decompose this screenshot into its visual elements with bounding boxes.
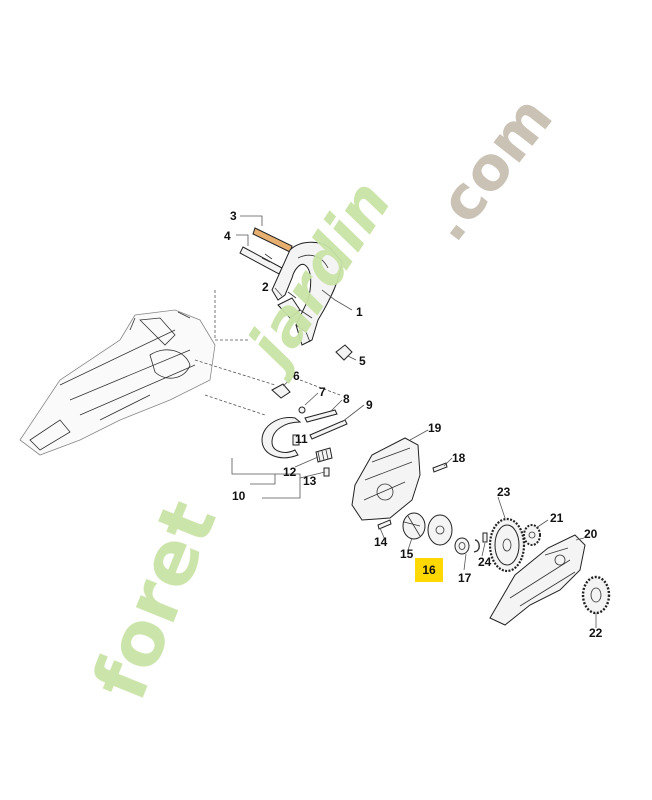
assembly-guide-lines — [194, 290, 341, 416]
part-22-tension-wheel — [581, 575, 611, 615]
chainsaw-body-ghost — [19, 309, 216, 456]
part-18-side-cover — [351, 437, 421, 521]
highlighted-part-label: 16 — [415, 558, 443, 582]
part-4-grip-strip — [239, 246, 283, 275]
part-10-brake-band — [261, 416, 302, 459]
highlighted-part-number: 16 — [422, 563, 436, 577]
part-24-pin — [482, 532, 488, 543]
part-12-coil-spring — [315, 447, 333, 463]
callout-1: 1 — [356, 305, 363, 319]
part-20-sprocket-cover — [489, 534, 586, 626]
callout-10: 10 — [232, 489, 246, 503]
callout-8: 8 — [343, 392, 350, 406]
part-2-handle-bracket — [277, 297, 301, 319]
callout-9: 9 — [366, 398, 373, 412]
callout-3: 3 — [230, 209, 237, 223]
callout-11: 11 — [295, 432, 308, 446]
part-21-gear — [523, 524, 541, 546]
callout-23: 23 — [497, 485, 511, 499]
part-5-clip — [335, 344, 353, 361]
part-washer — [454, 537, 470, 555]
part-8-spring — [304, 409, 338, 423]
callout-19: 18 — [452, 451, 466, 465]
leader-lines — [231, 215, 597, 628]
part-19-screw — [432, 462, 448, 473]
watermark-text-jardin: jardin — [229, 168, 405, 385]
callout-18: 19 — [428, 421, 442, 435]
callout-13: 13 — [303, 474, 317, 488]
part-17-ring — [473, 539, 480, 553]
part-1-handle — [271, 241, 343, 346]
callout-17: 17 — [458, 571, 472, 585]
callout-numbers: 3 4 2 1 5 6 7 8 9 11 12 13 10 19 18 14 1… — [224, 209, 603, 640]
part-7-screw — [298, 406, 306, 414]
callout-6: 6 — [293, 369, 300, 383]
part-23-sprocket — [488, 517, 526, 573]
part-3-grip-cover — [252, 227, 293, 253]
callout-4: 4 — [224, 229, 231, 243]
callout-12: 12 — [283, 465, 297, 479]
part-14-bolt — [377, 519, 392, 530]
part-9-rod — [309, 419, 348, 440]
callout-5: 5 — [359, 354, 366, 368]
part-6-brake-lever — [271, 383, 291, 399]
callout-15: 15 — [400, 547, 414, 561]
callout-21: 21 — [550, 511, 564, 525]
callout-24: 24 — [478, 555, 492, 569]
callout-2: 2 — [262, 280, 269, 294]
part-16-clutch — [427, 514, 453, 546]
part-15-clutch-drum — [402, 512, 426, 540]
callout-14: 14 — [374, 535, 388, 549]
callout-7: 7 — [319, 385, 326, 399]
callout-22: 22 — [589, 626, 603, 640]
callout-20: 20 — [584, 527, 598, 541]
watermark-text-foret: foret — [77, 489, 234, 711]
watermark-text-com: .com — [412, 83, 567, 254]
